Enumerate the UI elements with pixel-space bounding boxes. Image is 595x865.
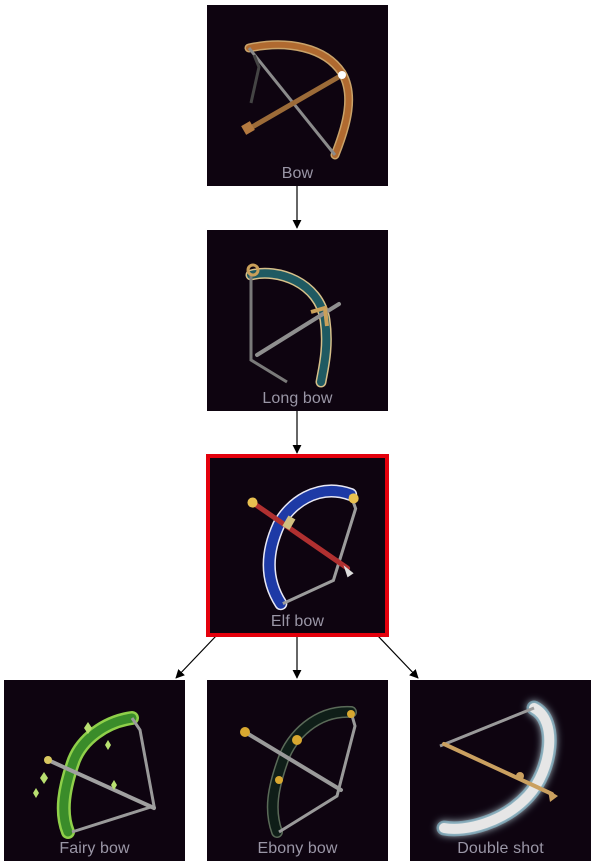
- long-bow-icon: [245, 263, 341, 388]
- skill-node-elf-bow[interactable]: Elf bow: [206, 454, 389, 637]
- bow-icon: [241, 40, 354, 160]
- edge-elf-bow-to-double-shot: [377, 635, 419, 679]
- skill-node-fairy-bow[interactable]: Fairy bow: [4, 680, 185, 861]
- elf-bow-icon: [247, 484, 359, 611]
- skill-node-label: Double shot: [457, 840, 544, 857]
- skill-node-label: Fairy bow: [59, 840, 130, 857]
- skill-node-label: Long bow: [262, 390, 333, 407]
- double-shot-icon: [436, 700, 558, 837]
- skill-node-double-shot[interactable]: Double shot: [410, 680, 591, 861]
- edge-elf-bow-to-fairy-bow: [175, 635, 217, 679]
- skill-node-long-bow[interactable]: Long bow: [207, 230, 388, 411]
- skill-node-ebony-bow[interactable]: Ebony bow: [207, 680, 388, 861]
- skill-node-label: Elf bow: [270, 613, 325, 630]
- fairy-bow-icon: [33, 711, 156, 839]
- skill-node-label: Ebony bow: [257, 840, 338, 857]
- skill-node-bow[interactable]: Bow: [207, 5, 388, 186]
- skill-node-label: Bow: [281, 165, 314, 182]
- ebony-bow-icon: [240, 705, 357, 838]
